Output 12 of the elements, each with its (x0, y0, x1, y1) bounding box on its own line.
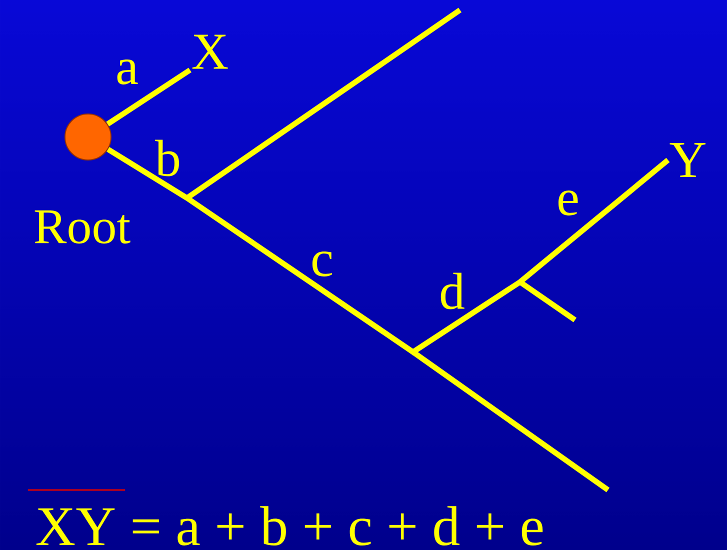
root-circle (64, 114, 112, 160)
tree-branch (106, 147, 670, 356)
distance-formula: XY = a + b + c + d + e (36, 506, 543, 546)
branch-label: e (558, 190, 578, 216)
leaf-label: Y (670, 142, 706, 178)
tree-branch (106, 68, 192, 126)
node-caption: Root (34, 210, 130, 244)
edge-label: a (117, 60, 138, 84)
leaf-label: X (192, 34, 228, 69)
branch-label: b (155, 140, 180, 176)
branch-label: d (440, 272, 464, 310)
branch-label: c (312, 252, 332, 276)
